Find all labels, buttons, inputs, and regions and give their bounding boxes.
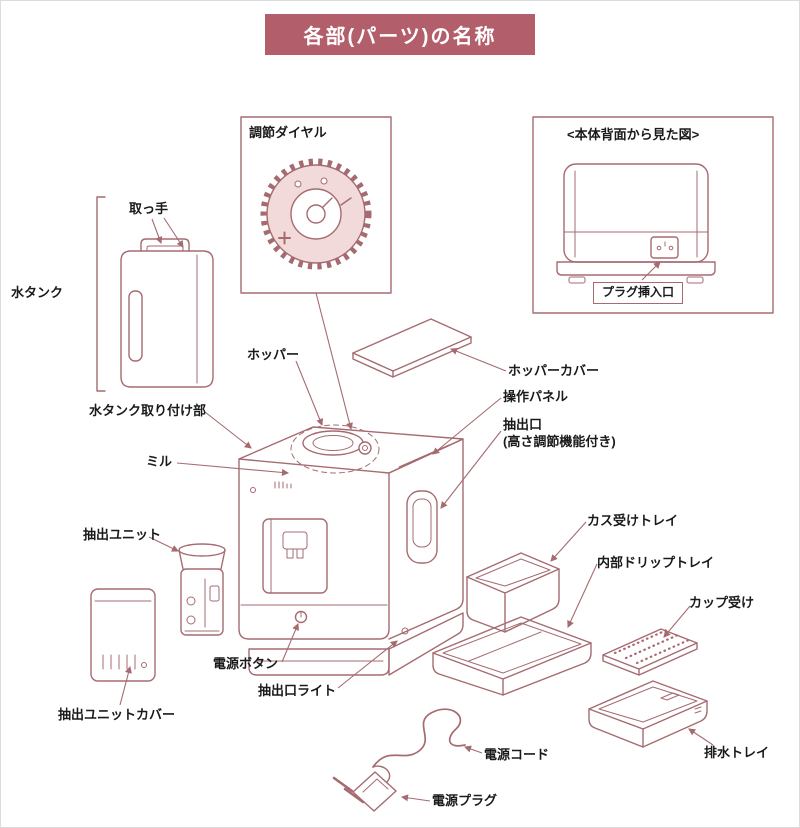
mill-area-dashed-circle [290, 424, 380, 474]
grounds-tray-drawing [466, 552, 560, 633]
brew-unit-drawing [178, 543, 226, 636]
power-cord-drawing [372, 708, 466, 783]
leader-power-plug [400, 794, 431, 802]
label-spout-line1: 抽出口 [503, 417, 543, 432]
leader-handle-2 [163, 217, 184, 248]
label-dial: 調節ダイヤル [249, 125, 327, 140]
page-title: 各部(パーツ)の名称 [265, 14, 535, 55]
label-spout-line2: (高さ調節機能付き) [503, 433, 616, 449]
water-tank-bracket [96, 196, 106, 392]
water-tank-drawing [120, 238, 214, 388]
leader-spout-light [337, 640, 398, 689]
label-spout-light: 抽出口ライト [258, 683, 337, 698]
hopper-cover-drawing [352, 318, 472, 378]
label-water-tank: 水タンク [11, 285, 64, 300]
spout-light-drawing [401, 627, 409, 635]
hopper-drawing [302, 430, 364, 456]
label-grounds-tray: カス受けトレイ [587, 513, 679, 528]
back-view-drawing [556, 163, 716, 284]
leader-hopper-cover [450, 347, 507, 372]
label-power-button: 電源ボタン [213, 656, 279, 671]
label-hopper: ホッパー [247, 347, 300, 362]
leader-grounds-tray [550, 521, 587, 562]
adjust-dial-drawing [260, 158, 372, 270]
label-spout: 抽出口 (高さ調節機能付き) [503, 417, 616, 451]
drain-tray-drawing [588, 680, 708, 748]
leader-power-button [281, 623, 299, 663]
plug-inlet-drawing [650, 236, 679, 259]
leader-handle-1 [151, 218, 163, 245]
label-cup-rest: カップ受け [689, 595, 755, 610]
leader-hopper [295, 360, 324, 426]
label-hopper-cover: ホッパーカバー [508, 363, 600, 378]
handle-drawing [140, 238, 190, 252]
cup-rest-drawing [602, 627, 698, 676]
label-inner-drip-tray: 内部ドリップトレイ [597, 555, 715, 570]
back-view-callout-frame [532, 116, 774, 314]
label-brew-unit-cover: 抽出ユニットカバー [58, 707, 176, 722]
label-power-cord: 電源コード [484, 747, 550, 762]
power-plug-drawing [332, 771, 397, 812]
brew-unit-cover-drawing [90, 588, 156, 682]
leader-mill [176, 462, 290, 477]
inner-drip-tray-drawing [432, 616, 592, 696]
leader-dial [315, 292, 353, 431]
leader-plug-inlet [641, 261, 661, 281]
leader-drain-tray [688, 728, 714, 746]
label-back-view: <本体背面から見た図> [567, 127, 700, 142]
dispenser-recess [262, 518, 328, 594]
brand-logo-marks [274, 481, 292, 489]
label-plug-inlet: プラグ挿入口 [593, 282, 684, 304]
label-handle: 取っ手 [129, 201, 169, 216]
leader-cup-rest [663, 605, 691, 638]
leader-power-cord [463, 745, 483, 754]
leader-tank-mount [204, 411, 252, 449]
label-brew-unit: 抽出ユニット [83, 527, 162, 542]
label-control-panel: 操作パネル [503, 389, 569, 404]
label-power-plug: 電源プラグ [432, 793, 498, 808]
leader-lines [119, 217, 714, 802]
leader-inner-drip-tray [567, 563, 598, 628]
leader-control-panel [432, 397, 502, 455]
control-panel-drawing [398, 444, 450, 468]
label-drain-tray: 排水トレイ [704, 745, 770, 760]
label-mill: ミル [146, 454, 173, 469]
leader-brew-unit [148, 536, 179, 552]
machine-drawing [238, 424, 464, 676]
label-tank-mount: 水タンク取り付け部 [89, 403, 207, 418]
spout-drawing [406, 490, 438, 564]
leader-brew-unit-cover [119, 665, 132, 706]
leader-spout [440, 430, 502, 509]
